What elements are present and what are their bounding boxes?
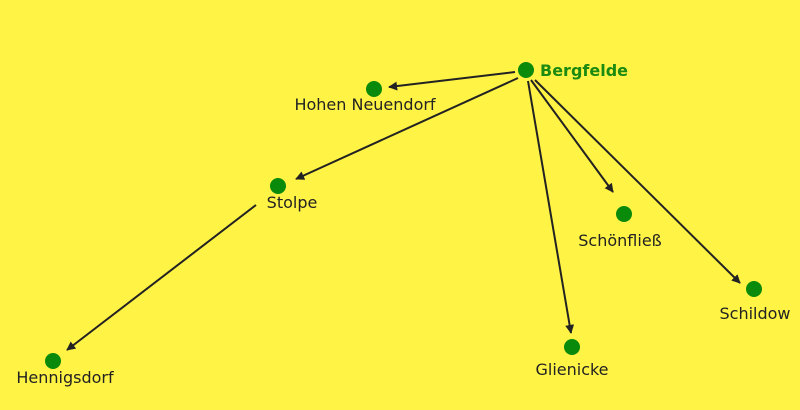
node-hennigsdorf[interactable]: Hennigsdorf [16,353,114,387]
node-marker-glienicke[interactable] [564,339,580,355]
edge-bergfelde-to-stolpe [295,77,519,180]
node-stolpe[interactable]: Stolpe [267,178,318,212]
node-label-schoenfliess: Schönfließ [578,231,661,250]
node-marker-hohen-neuendorf[interactable] [366,81,382,97]
node-schildow[interactable]: Schildow [719,281,791,323]
node-hohen-neuendorf[interactable]: Hohen Neuendorf [294,81,436,114]
node-schoenfliess[interactable]: Schönfließ [578,206,662,250]
node-marker-bergfelde[interactable] [518,62,534,78]
edge-stolpe-to-hennigsdorf [66,204,257,351]
node-label-bergfelde: Bergfelde [540,61,628,80]
node-label-schildow: Schildow [719,304,790,323]
node-marker-schildow[interactable] [746,281,762,297]
node-label-glienicke: Glienicke [535,360,608,379]
edge-bergfelde-to-glienicke [527,80,575,334]
node-label-hennigsdorf: Hennigsdorf [16,368,114,387]
edges-layer [66,71,741,351]
node-label-stolpe: Stolpe [267,193,318,212]
node-marker-schoenfliess[interactable] [616,206,632,222]
node-marker-stolpe[interactable] [270,178,286,194]
node-bergfelde[interactable]: Bergfelde [518,61,628,80]
node-glienicke[interactable]: Glienicke [535,339,609,379]
edge-bergfelde-to-schildow [534,79,741,284]
node-marker-hennigsdorf[interactable] [45,353,61,369]
edge-bergfelde-to-hohen-neuendorf [388,71,516,91]
edge-bergfelde-to-schoenfliess [530,79,614,193]
node-label-hohen-neuendorf: Hohen Neuendorf [294,95,435,114]
